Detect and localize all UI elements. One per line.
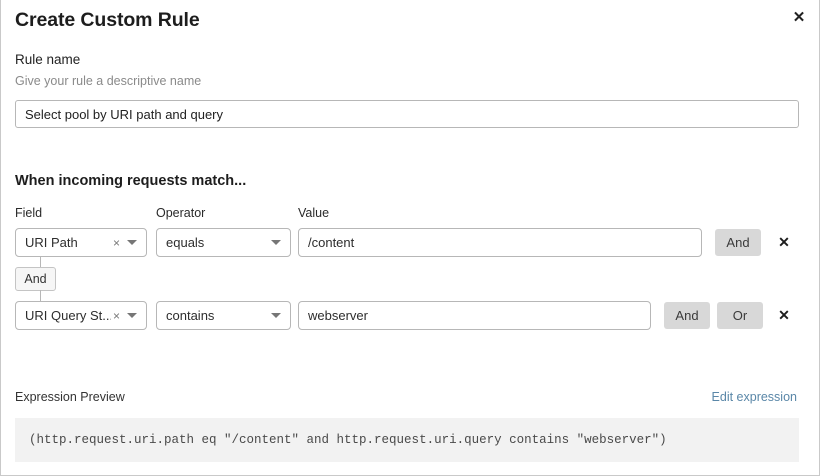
chevron-down-icon [127,240,137,245]
connector-line-bottom [40,290,41,301]
or-button[interactable]: Or [717,302,763,329]
chevron-down-icon [127,313,137,318]
delete-row-icon[interactable]: ✕ [776,305,792,325]
rule-name-help-text: Give your rule a descriptive name [15,74,202,88]
field-select-value: URI Path [25,235,78,250]
clear-icon[interactable]: × [112,308,120,323]
condition-row: URI Path × equals And ✕ [1,228,819,258]
column-header-operator: Operator [156,206,206,220]
and-button[interactable]: And [715,229,761,256]
expression-preview-code: (http.request.uri.path eq "/content" and… [15,418,799,462]
operator-select[interactable]: equals [156,228,291,257]
field-select-value: URI Query St... [25,308,111,323]
group-connector-and-button[interactable]: And [15,267,56,291]
column-header-value: Value [298,206,330,220]
edit-expression-link[interactable]: Edit expression [711,390,797,404]
operator-select[interactable]: contains [156,301,291,330]
condition-row: URI Query St... × contains And Or ✕ [1,301,819,331]
chevron-down-icon [271,313,281,318]
value-input[interactable] [298,228,702,257]
rule-name-label: Rule name [15,52,81,67]
value-input[interactable] [298,301,651,330]
connector-line-top [40,257,41,268]
and-button[interactable]: And [664,302,710,329]
expression-preview-label: Expression Preview [15,390,125,404]
field-select[interactable]: URI Path × [15,228,147,257]
column-header-field: Field [15,206,43,220]
field-select[interactable]: URI Query St... × [15,301,147,330]
page-title: Create Custom Rule [15,9,200,31]
delete-row-icon[interactable]: ✕ [776,232,792,252]
close-icon[interactable]: ✕ [788,6,810,28]
operator-select-value: contains [166,308,215,323]
clear-icon[interactable]: × [112,235,120,250]
chevron-down-icon [271,240,281,245]
operator-select-value: equals [166,235,205,250]
match-section-heading: When incoming requests match... [15,173,247,189]
rule-name-input[interactable] [15,100,799,128]
